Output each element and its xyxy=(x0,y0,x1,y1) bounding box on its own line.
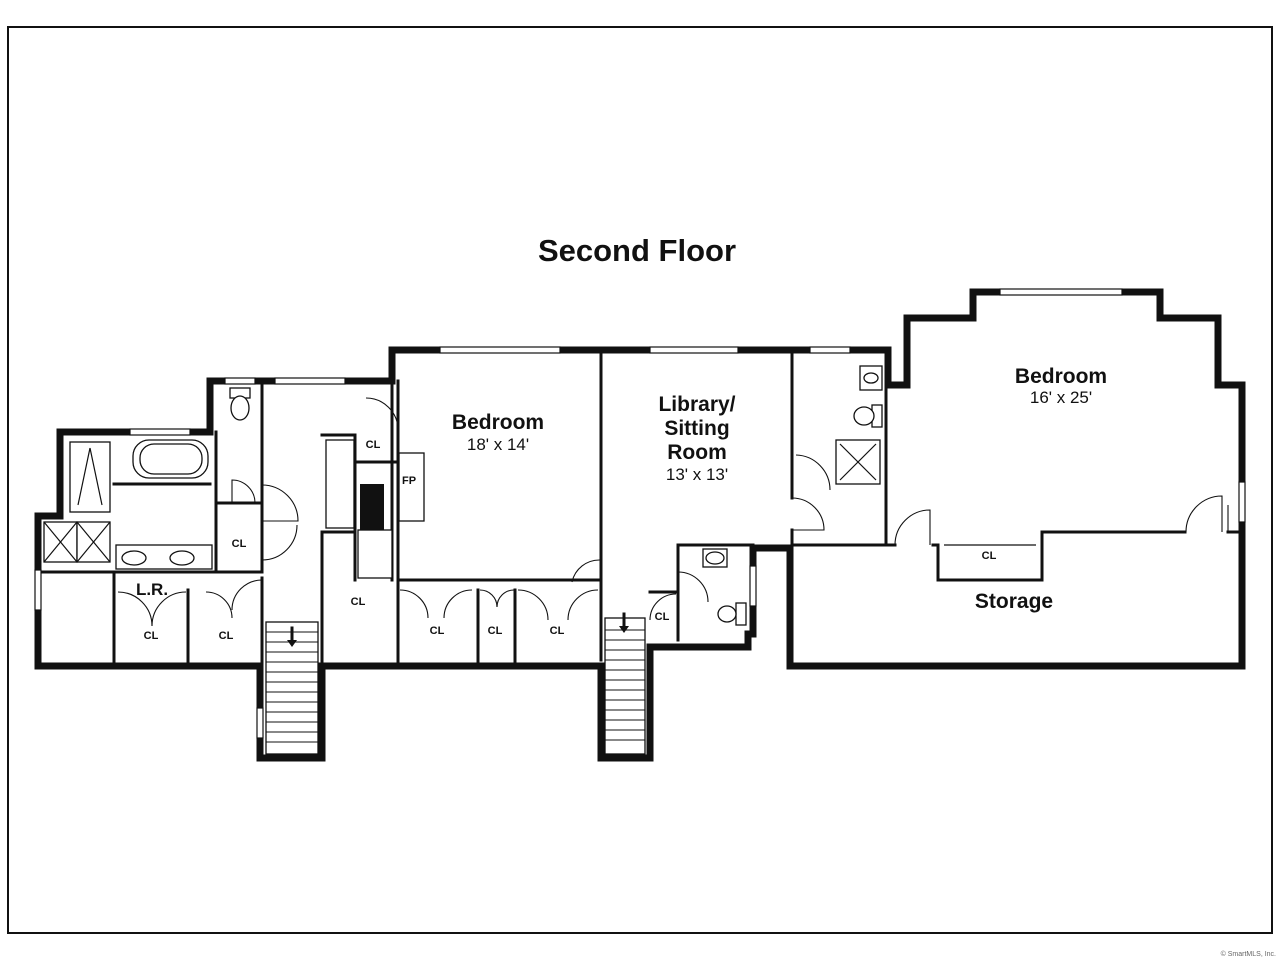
bedroom-left-dims: 18' x 14' xyxy=(467,435,529,454)
library-name-line1: Library/ xyxy=(658,393,735,416)
closet-label-8: CL xyxy=(550,625,565,637)
library-name-line2: Sitting xyxy=(664,417,729,440)
fireplace-label: FP xyxy=(402,475,416,487)
bedroom-right-dims: 16' x 25' xyxy=(1030,388,1092,407)
stairs xyxy=(265,612,646,755)
closet-label-3: CL xyxy=(144,630,159,642)
closet-label-1: CL xyxy=(366,439,381,451)
closet-label-5: CL xyxy=(351,596,366,608)
interior-walls xyxy=(36,348,1244,664)
closet-label-9: CL xyxy=(655,611,670,623)
closet-label-10: CL xyxy=(982,550,997,562)
bedroom-left-name: Bedroom xyxy=(452,411,544,434)
storage-name: Storage xyxy=(975,590,1053,613)
closet-label-7: CL xyxy=(488,625,503,637)
closet-label-4: CL xyxy=(219,630,234,642)
bedroom-right-name: Bedroom xyxy=(1015,365,1107,388)
copyright-text: © SmartMLS, Inc. xyxy=(1221,950,1276,958)
laundry-label: L.R. xyxy=(136,580,168,599)
doors xyxy=(117,397,1229,627)
closet-label-2: CL xyxy=(232,538,247,550)
windows xyxy=(34,288,1246,739)
library-name-line3: Room xyxy=(667,441,727,464)
closet-label-6: CL xyxy=(430,625,445,637)
page-frame xyxy=(7,26,1273,934)
floor-title: Second Floor xyxy=(538,233,736,268)
library-dims: 13' x 13' xyxy=(666,465,728,484)
fixtures xyxy=(43,365,1036,626)
